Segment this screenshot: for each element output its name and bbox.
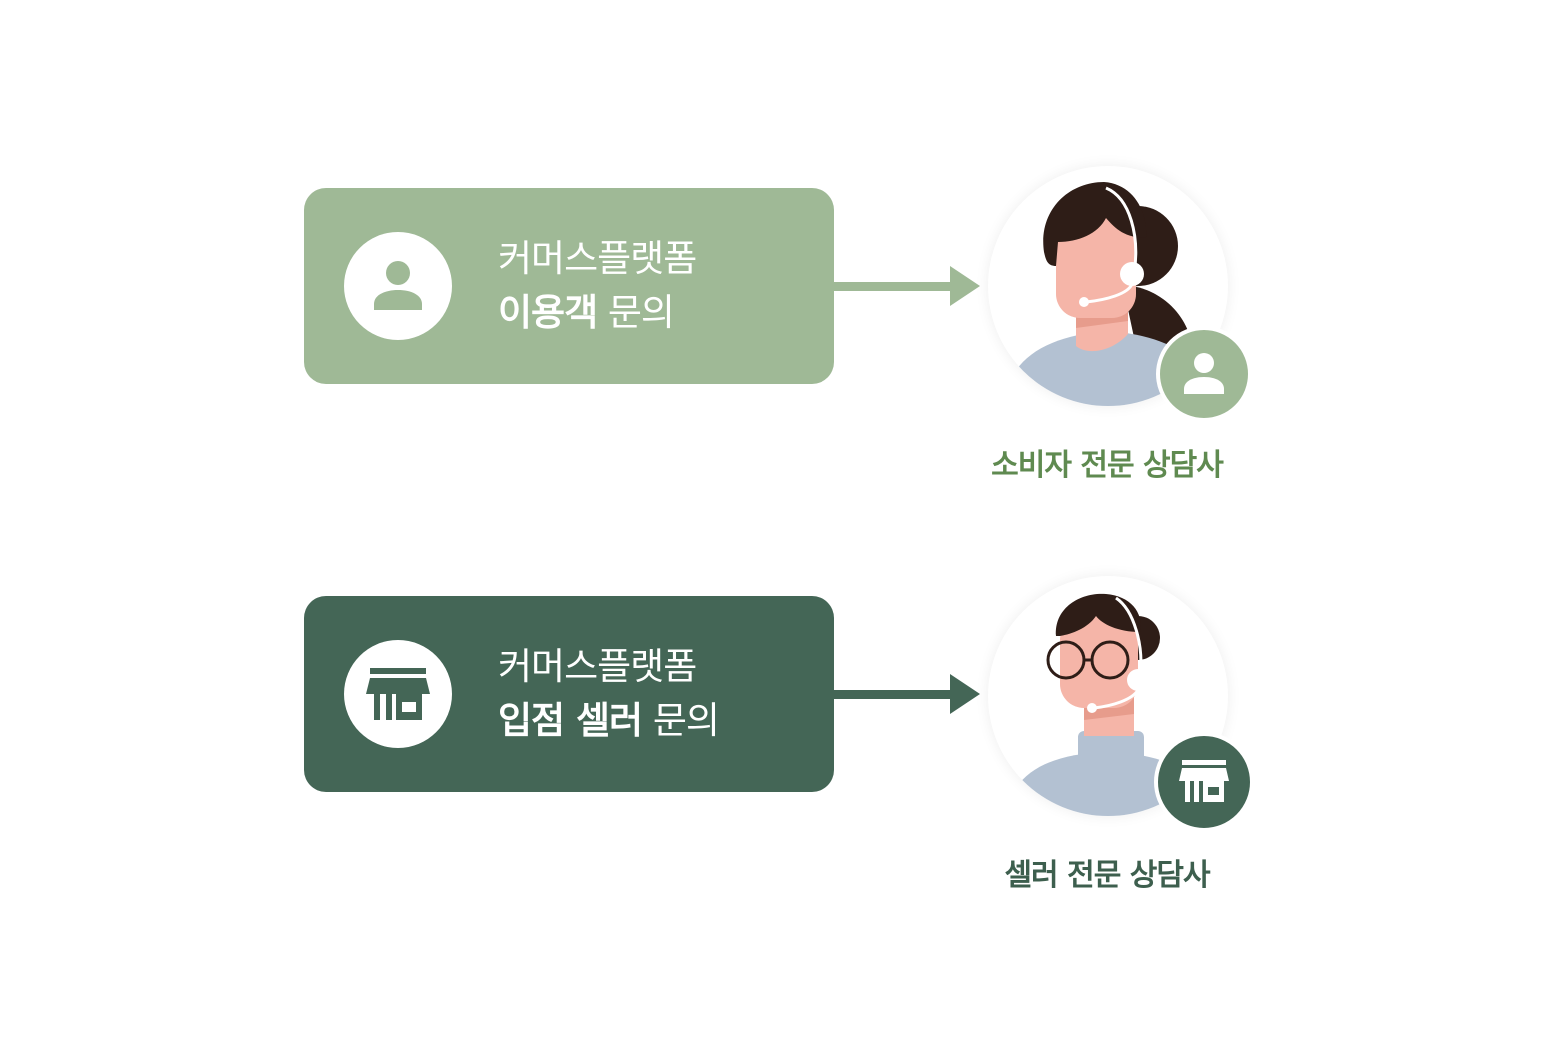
seller-inquiry-text: 커머스플랫폼 입점 셀러 문의	[498, 640, 720, 748]
consumer-agent-label: 소비자 전문 상담사	[991, 448, 1224, 483]
person-icon	[1156, 326, 1252, 422]
platform-label: 커머스플랫폼	[498, 237, 697, 280]
consumer-inquiry-text: 커머스플랫폼 이용객 문의	[498, 232, 697, 340]
inquiry-subject: 입점 셀러	[498, 699, 643, 742]
seller-agent-label: 셀러 전문 상담사	[1004, 858, 1210, 893]
consumer-inquiry-card: 커머스플랫폼 이용객 문의	[304, 188, 834, 384]
store-icon	[1154, 732, 1254, 832]
seller-inquiry-card: 커머스플랫폼 입점 셀러 문의	[304, 596, 834, 792]
inquiry-label: 문의	[607, 291, 675, 334]
consumer-agent-avatar	[988, 166, 1228, 406]
arrow-right-icon	[834, 266, 980, 306]
inquiry-subject: 이용객	[498, 291, 598, 334]
platform-label: 커머스플랫폼	[498, 645, 697, 688]
store-icon	[344, 640, 452, 748]
arrow-right-icon	[834, 674, 980, 714]
inquiry-label: 문의	[652, 699, 720, 742]
person-icon	[344, 232, 452, 340]
